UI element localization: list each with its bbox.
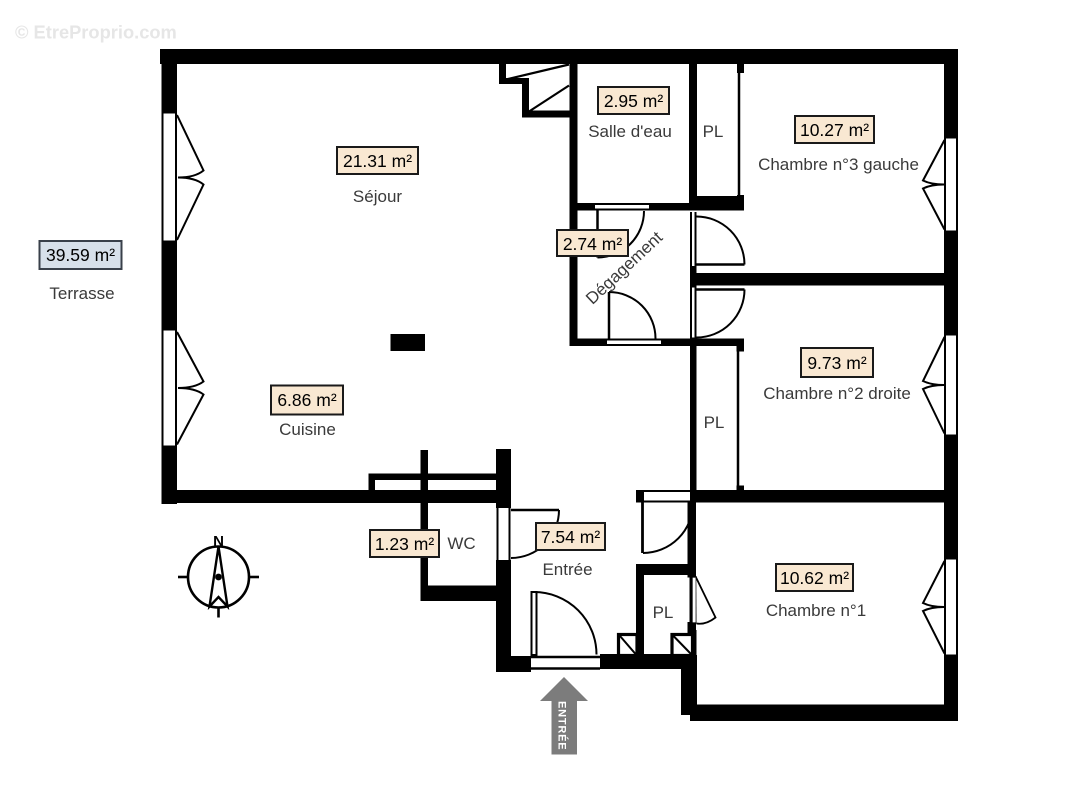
svg-text:Séjour: Séjour	[353, 187, 402, 206]
svg-text:Cuisine: Cuisine	[279, 420, 336, 439]
svg-text:© EtreProprio.com: © EtreProprio.com	[15, 22, 177, 43]
svg-text:7.54 m²: 7.54 m²	[541, 527, 600, 547]
svg-text:6.86 m²: 6.86 m²	[277, 390, 336, 410]
svg-text:39.59 m²: 39.59 m²	[46, 245, 115, 265]
svg-text:Chambre n°3 gauche: Chambre n°3 gauche	[758, 155, 919, 174]
svg-text:10.27 m²: 10.27 m²	[800, 120, 869, 140]
svg-text:Chambre n°1: Chambre n°1	[766, 601, 866, 620]
svg-text:9.73 m²: 9.73 m²	[807, 353, 866, 373]
svg-text:Entrée: Entrée	[542, 560, 592, 579]
svg-text:21.31 m²: 21.31 m²	[343, 151, 412, 171]
svg-text:PL: PL	[703, 122, 724, 141]
svg-text:PL: PL	[704, 413, 725, 432]
svg-text:10.62 m²: 10.62 m²	[780, 568, 849, 588]
svg-text:2.95 m²: 2.95 m²	[604, 91, 663, 111]
svg-text:PL: PL	[653, 603, 674, 622]
svg-text:Salle d'eau: Salle d'eau	[588, 122, 672, 141]
svg-text:2.74 m²: 2.74 m²	[563, 234, 622, 254]
svg-text:WC: WC	[447, 534, 475, 553]
svg-text:1.23 m²: 1.23 m²	[375, 534, 434, 554]
svg-text:Chambre n°2 droite: Chambre n°2 droite	[763, 384, 911, 403]
svg-text:N: N	[213, 533, 224, 550]
svg-text:ENTRÉE: ENTRÉE	[556, 701, 569, 750]
svg-text:Terrasse: Terrasse	[49, 284, 114, 303]
